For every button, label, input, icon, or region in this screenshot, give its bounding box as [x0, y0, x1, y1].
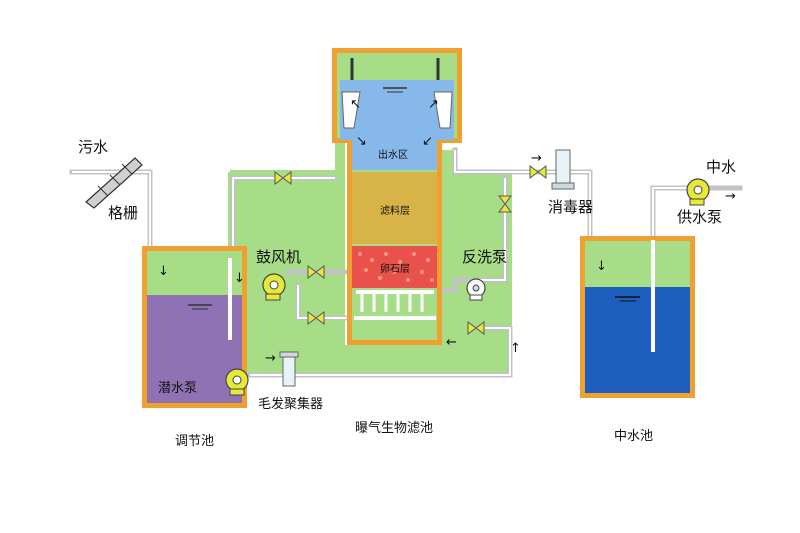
disinfector-icon	[551, 149, 575, 190]
reclaimed-tank-label: 中水池	[614, 429, 653, 444]
regulating-tank-label: 调节池	[175, 434, 214, 449]
blower-icon	[262, 273, 286, 301]
baf-column	[332, 48, 462, 345]
baf-label: 曝气生物滤池	[355, 420, 433, 436]
supply-pump-icon	[686, 178, 710, 206]
hair-collector-label: 毛发聚集器	[258, 396, 323, 412]
hair-collector-icon	[279, 351, 299, 387]
flow-arrow-icon: ↗	[428, 97, 439, 112]
supply-pump-label: 供水泵	[677, 208, 722, 226]
flow-arrow-icon: ↘	[356, 134, 367, 149]
filter-layer-label: 滤料层	[380, 204, 410, 217]
submersible-pump-label: 潜水泵	[158, 381, 197, 396]
backwash-pump-label: 反洗泵	[462, 248, 507, 266]
reclaimed-water-tank: ↓	[580, 236, 695, 398]
flow-arrow-icon: ↖	[350, 97, 361, 112]
sewage-label: 污水	[78, 138, 108, 156]
disinfector-label: 消毒器	[548, 198, 593, 216]
down-arrow-icon: ↓	[596, 259, 607, 274]
right-arrow-icon: →	[265, 351, 276, 366]
outlet-zone-label: 出水区	[378, 148, 408, 161]
grille-label: 格栅	[108, 204, 138, 222]
right-arrow-icon: →	[725, 189, 736, 204]
grille-icon	[85, 157, 143, 209]
down-arrow-icon: ↓	[234, 271, 245, 286]
regulating-tank: ↓ ↓	[142, 246, 247, 408]
down-arrow-icon: ↓	[158, 264, 169, 279]
right-arrow-icon: →	[531, 151, 542, 166]
submersible-pump-icon	[225, 368, 249, 396]
pipe-network	[69, 147, 743, 378]
valve-icon	[274, 165, 547, 335]
reclaimed-water-label: 中水	[706, 158, 736, 176]
blower-label: 鼓风机	[256, 248, 301, 266]
up-arrow-icon: ↑	[510, 341, 521, 356]
flow-arrow-icon: ↙	[422, 134, 433, 149]
gravel-layer-label: 卵石层	[380, 263, 410, 275]
backwash-pump-icon	[466, 278, 486, 301]
left-arrow-icon: ←	[446, 335, 457, 350]
